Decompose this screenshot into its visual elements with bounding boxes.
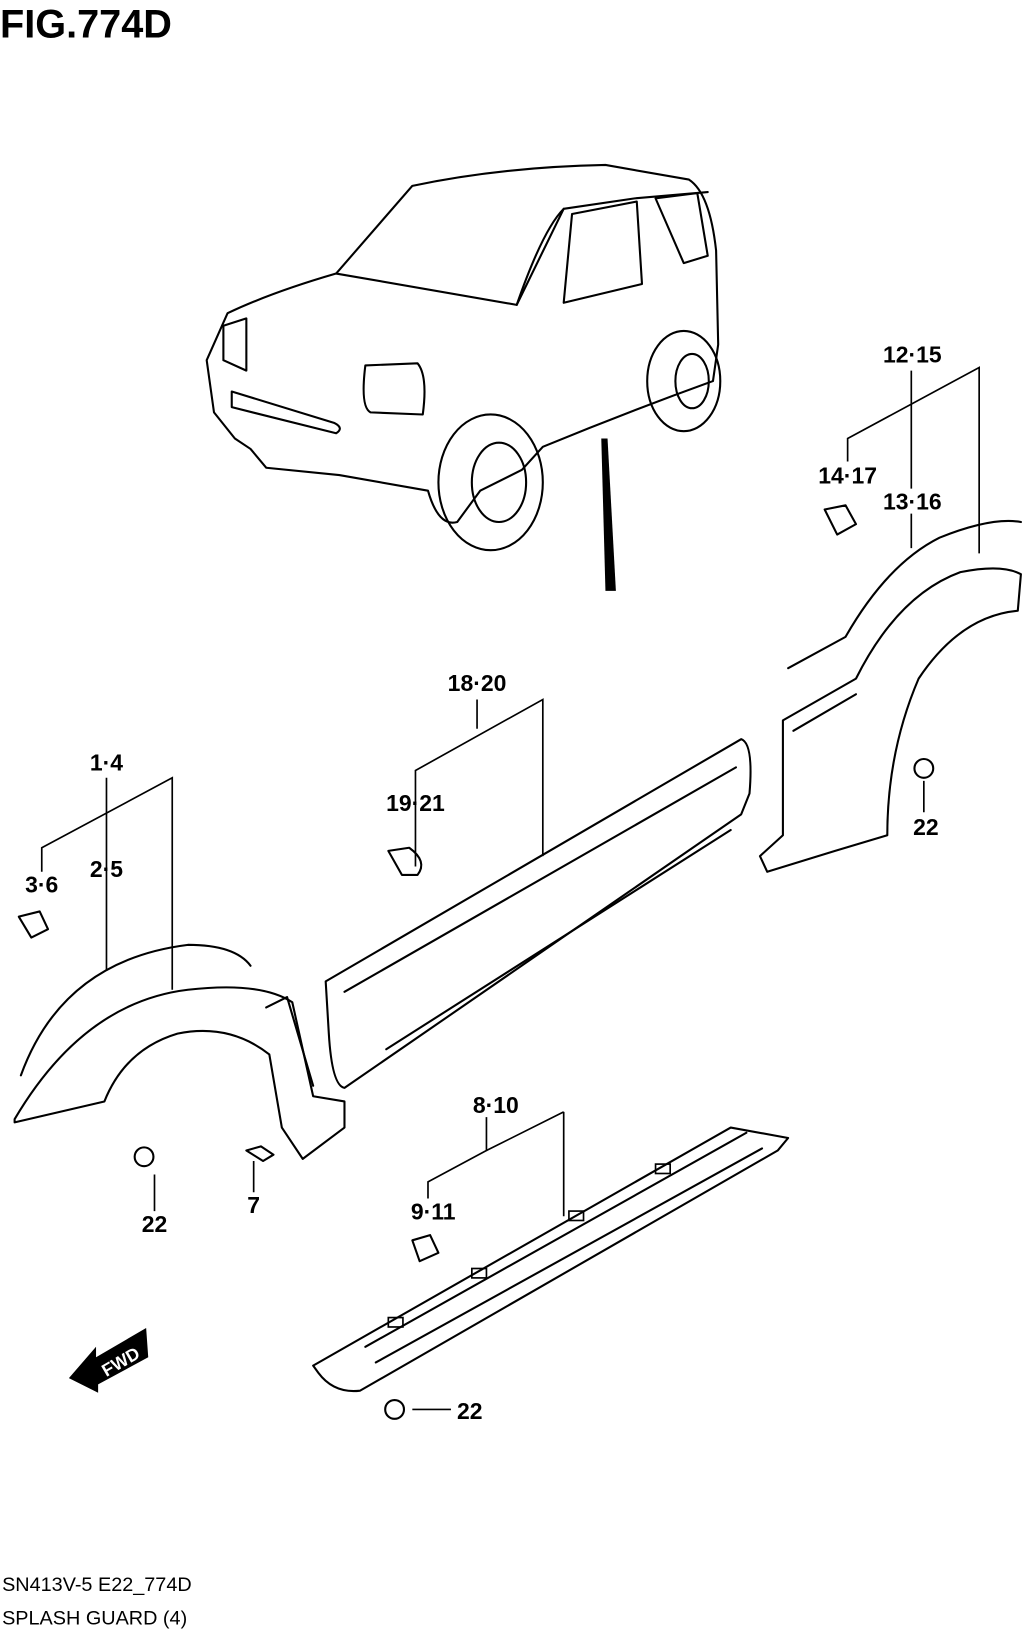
figure-title: FIG.774D [0,3,172,47]
callout-7: 7 [247,1192,260,1218]
callout-3-6: 3·6 [25,872,58,898]
vehicle-illustration [205,163,722,591]
callout-9-11: 9·11 [411,1198,456,1224]
rear-fender-extension [758,519,1022,873]
footer-name: SPLASH GUARD (4) [2,1608,187,1630]
side-sill-moulding [324,738,752,1089]
callout-1-4: 1·4 [90,749,123,775]
footer-code: SN413V-5 E22_774D [2,1574,192,1596]
callout-22-sill: 22 [457,1398,483,1424]
fastener-icon [384,1399,406,1420]
callout-19-21: 19·21 [386,790,445,816]
callout-13-16: 13·16 [883,488,942,514]
clip-icon [411,1234,440,1263]
callout-12-15: 12·15 [883,341,942,367]
front-fender-extension [13,943,346,1160]
callout-22-rear: 22 [913,814,939,840]
leader-lines [40,366,980,1411]
callout-22-front: 22 [142,1211,168,1237]
callout-14-17: 14·17 [818,462,877,488]
step-garnish [312,1126,790,1393]
fastener-icon [913,757,935,779]
callout-2-5: 2·5 [90,856,123,882]
clip-icon [823,504,858,536]
callout-8-10: 8·10 [473,1092,519,1118]
callout-18-20: 18·20 [448,670,507,696]
fwd-arrow-icon: FWD [68,1328,149,1393]
fastener-icon [387,846,423,876]
screw-icon [245,1145,275,1163]
pointer-arrow [601,438,616,591]
fastener-icon [133,1146,155,1168]
clip-icon [17,910,50,939]
